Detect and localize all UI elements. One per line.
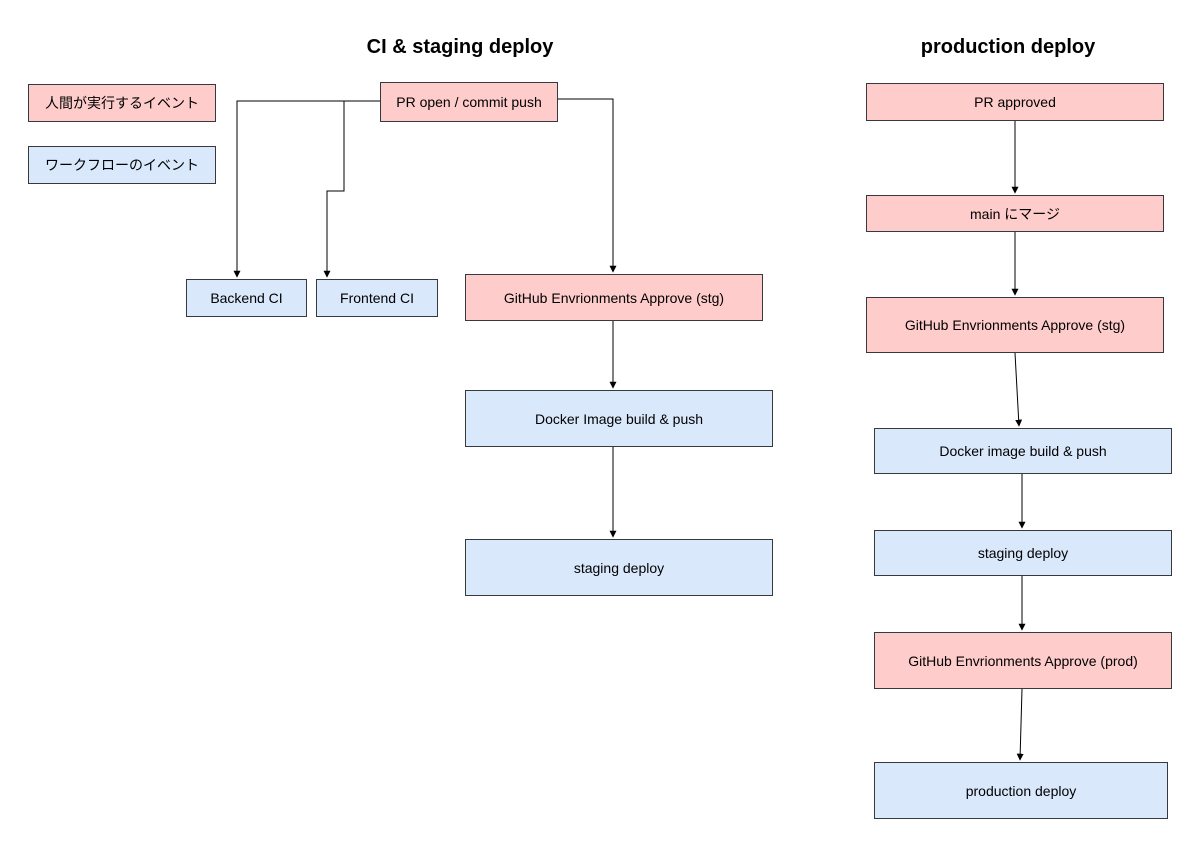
prod-staging-deploy-node: staging deploy — [874, 530, 1172, 576]
staging-deploy-node: staging deploy — [465, 539, 773, 596]
production-deploy-node: production deploy — [874, 762, 1168, 819]
frontend-ci-node: Frontend CI — [316, 279, 438, 317]
prod-approve-stg-node: GitHub Envrionments Approve (stg) — [866, 297, 1164, 353]
prod-docker-build-node: Docker image build & push — [874, 428, 1172, 474]
legend-workflow-event: ワークフローのイベント — [28, 146, 216, 184]
production-title: production deploy — [920, 36, 1096, 58]
legend-human-event: 人間が実行するイベント — [28, 84, 216, 122]
edge-trigger-to-backend-ci — [233, 100, 380, 278]
edge-trigger-to-frontend-ci — [323, 101, 345, 278]
edge-approve-stg-to-docker — [1014, 352, 1023, 427]
docker-build-node: Docker Image build & push — [465, 390, 773, 447]
backend-ci-node: Backend CI — [186, 279, 307, 317]
pr-approved-node: PR approved — [866, 83, 1164, 121]
edge-trigger-to-approve-stg — [558, 98, 617, 273]
merge-main-node: main にマージ — [866, 195, 1164, 232]
edge-approve-prod-to-production — [1016, 688, 1024, 761]
ci-staging-title: CI & staging deploy — [366, 36, 554, 58]
approve-prod-node: GitHub Envrionments Approve (prod) — [874, 632, 1172, 689]
pr-open-commit-push-node: PR open / commit push — [380, 82, 558, 122]
approve-stg-node: GitHub Envrionments Approve (stg) — [465, 274, 763, 321]
